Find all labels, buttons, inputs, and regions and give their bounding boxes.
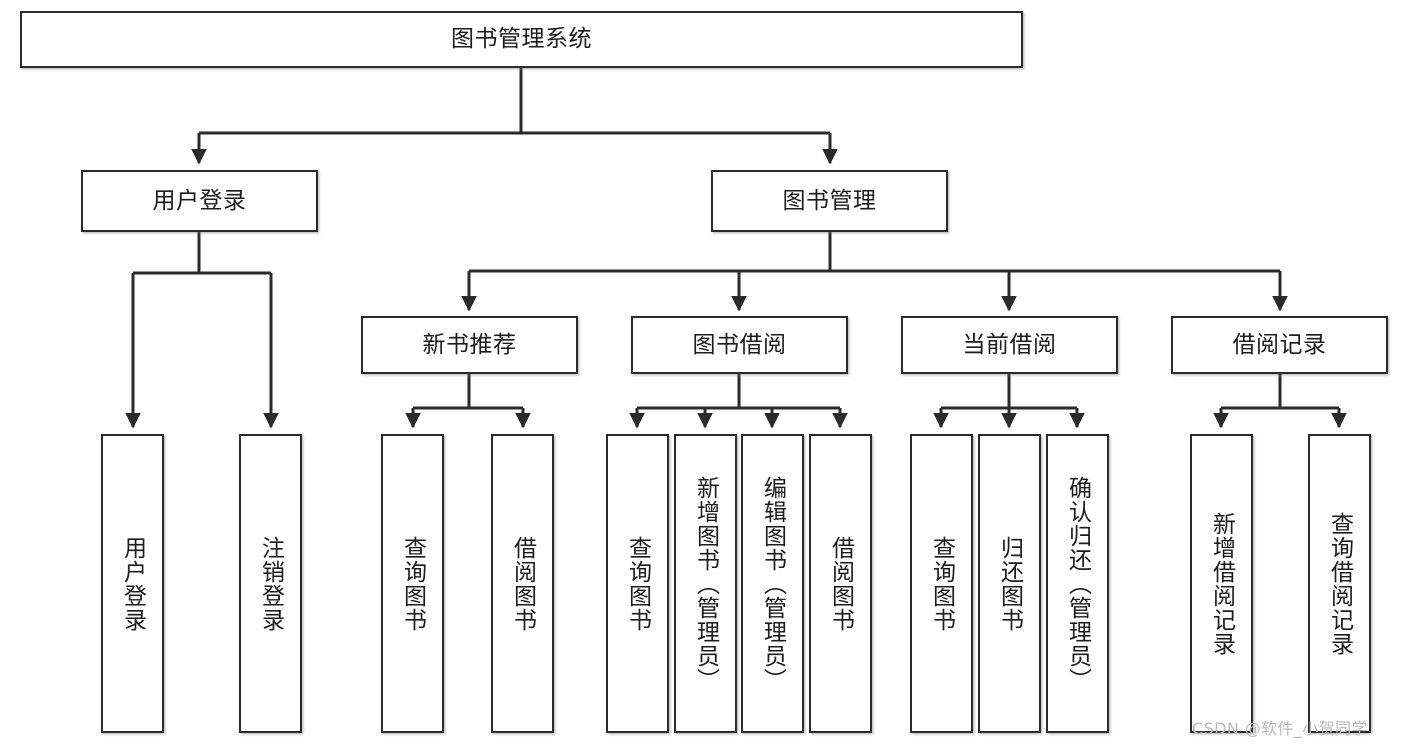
node-book-borrow-label: 图书借阅 — [692, 331, 787, 358]
node-user-login-label: 用户登录 — [152, 187, 247, 214]
node-leaf-add-record[interactable]: 新增借阅记录 — [1190, 434, 1253, 733]
node-new-book-recommend-label: 新书推荐 — [422, 331, 517, 358]
node-user-login[interactable]: 用户登录 — [81, 170, 318, 232]
node-root[interactable]: 图书管理系统 — [20, 11, 1023, 68]
node-leaf-query-book-1-label: 查询图书 — [399, 535, 426, 632]
node-leaf-edit-book[interactable]: 编辑图书（管理员） — [741, 434, 804, 733]
node-book-borrow[interactable]: 图书借阅 — [631, 316, 848, 374]
node-leaf-user-login-label: 用户登录 — [119, 535, 146, 632]
node-leaf-add-record-label: 新增借阅记录 — [1208, 511, 1235, 656]
node-leaf-query-book-2-label: 查询图书 — [624, 535, 651, 632]
node-leaf-borrow-book-2[interactable]: 借阅图书 — [809, 434, 872, 733]
node-leaf-query-book-2[interactable]: 查询图书 — [606, 434, 669, 733]
node-root-label: 图书管理系统 — [451, 26, 592, 52]
node-borrow-record-label: 借阅记录 — [1232, 331, 1327, 358]
node-leaf-add-book-label: 新增图书（管理员） — [692, 475, 719, 692]
node-leaf-borrow-book-2-label: 借阅图书 — [827, 535, 854, 632]
node-leaf-borrow-book-1-label: 借阅图书 — [509, 535, 536, 632]
node-leaf-edit-book-label: 编辑图书（管理员） — [759, 475, 786, 692]
node-current-borrow-label: 当前借阅 — [962, 331, 1057, 358]
node-new-book-recommend[interactable]: 新书推荐 — [361, 316, 578, 374]
node-borrow-record[interactable]: 借阅记录 — [1171, 316, 1388, 374]
node-leaf-query-book-3-label: 查询图书 — [928, 535, 955, 632]
node-book-manage[interactable]: 图书管理 — [711, 170, 948, 232]
node-book-manage-label: 图书管理 — [782, 187, 877, 214]
node-leaf-query-record[interactable]: 查询借阅记录 — [1308, 434, 1371, 733]
node-leaf-user-login[interactable]: 用户登录 — [101, 434, 164, 733]
node-leaf-borrow-book-1[interactable]: 借阅图书 — [491, 434, 554, 733]
node-leaf-add-book[interactable]: 新增图书（管理员） — [674, 434, 737, 733]
node-leaf-return-book-label: 归还图书 — [996, 535, 1023, 632]
node-leaf-confirm-return-label: 确认归还（管理员） — [1064, 475, 1091, 692]
node-leaf-query-record-label: 查询借阅记录 — [1326, 511, 1353, 656]
node-leaf-query-book-1[interactable]: 查询图书 — [381, 434, 444, 733]
node-leaf-confirm-return[interactable]: 确认归还（管理员） — [1046, 434, 1109, 733]
node-current-borrow[interactable]: 当前借阅 — [901, 316, 1118, 374]
node-leaf-user-logout[interactable]: 注销登录 — [239, 434, 302, 733]
node-leaf-return-book[interactable]: 归还图书 — [978, 434, 1041, 733]
node-leaf-user-logout-label: 注销登录 — [257, 535, 284, 632]
node-leaf-query-book-3[interactable]: 查询图书 — [910, 434, 973, 733]
